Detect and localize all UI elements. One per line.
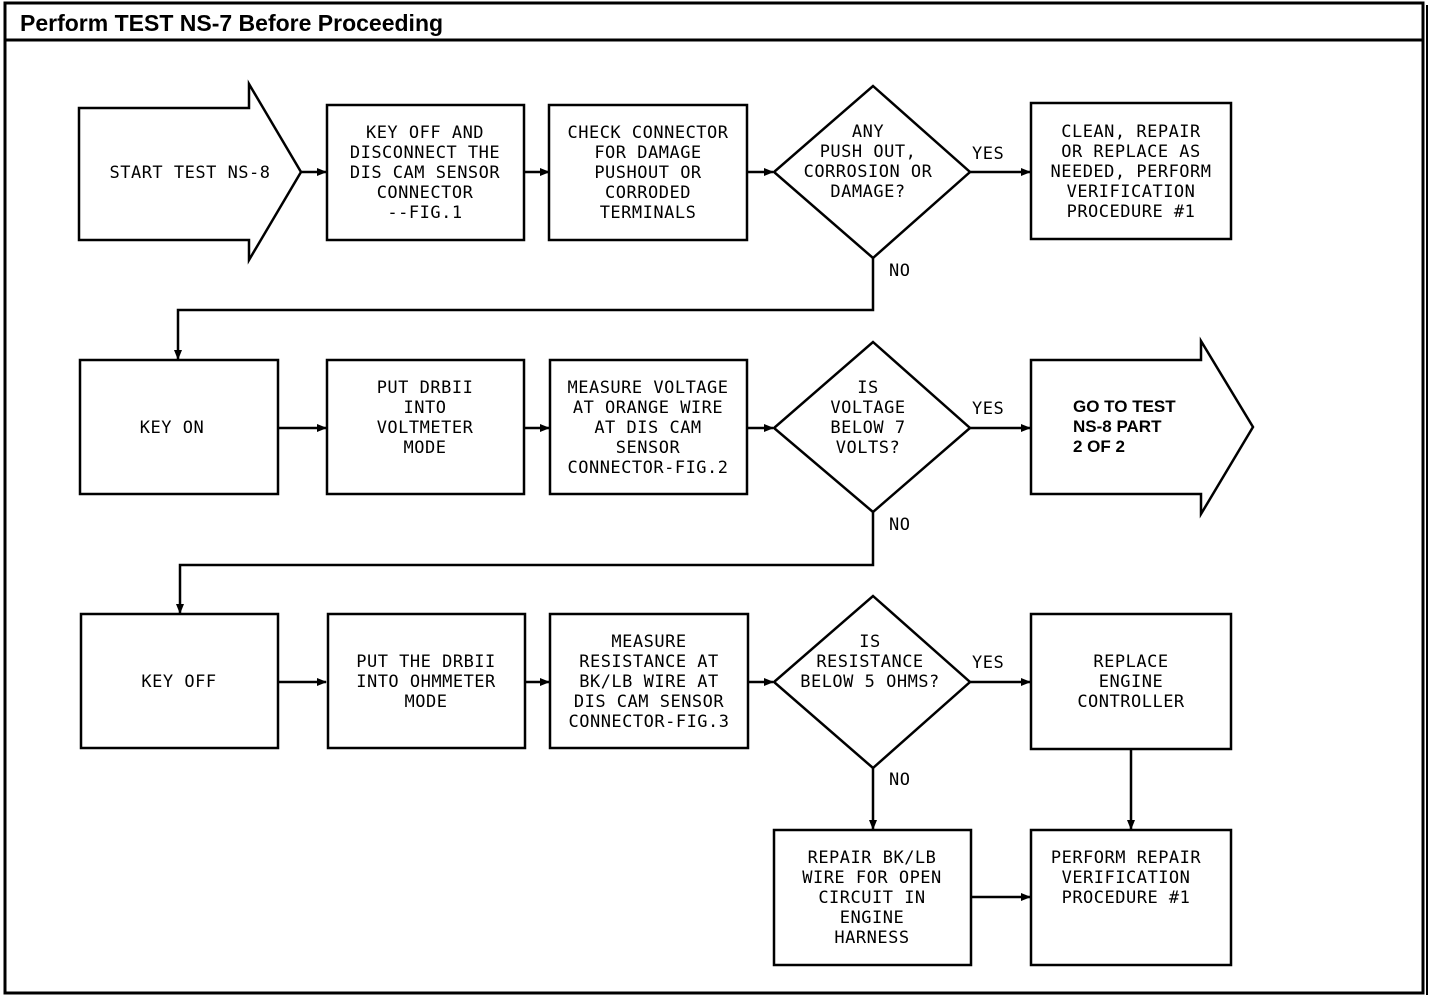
replace-controller-box	[1029, 612, 1233, 751]
node-text-repair-wire-line-1: REPAIR BK/LB	[808, 848, 937, 868]
decision-resistance-diamond	[772, 594, 972, 770]
node-text-clean-repair-line-5: PROCEDURE #1	[1067, 202, 1196, 222]
node-text-decision-resistance-line-1: IS	[859, 632, 880, 652]
node-text-go-to-test-line-2: NS-8 PART	[1073, 417, 1162, 436]
label-yes-2: YES	[972, 399, 1004, 419]
node-text-repair-wire-line-2: WIRE FOR OPEN	[802, 868, 942, 888]
node-text-ohmmeter-mode-line-1: PUT THE DRBII	[356, 652, 496, 672]
node-text-measure-voltage-line-3: AT DIS CAM	[594, 418, 701, 438]
key-on-box	[78, 358, 280, 496]
node-text-voltmeter-mode-line-4: MODE	[404, 438, 447, 458]
key-off-box	[79, 612, 280, 750]
edge-decision-damage-no	[174, 258, 875, 360]
ohmmeter-mode-box	[326, 612, 527, 750]
go-to-test-arrow-shape	[1029, 336, 1255, 519]
node-text-check-connector-line-4: CORRODED	[605, 183, 691, 203]
node-text-voltmeter-mode-line-1: PUT DRBII	[377, 378, 474, 398]
node-text-key-off-disconnect-line-5: --FIG.1	[387, 203, 462, 223]
label-yes-1: YES	[972, 144, 1004, 164]
node-text-measure-resistance-line-3: BK/LB WIRE AT	[579, 672, 719, 692]
node-text-perform-verification-line-2: VERIFICATION	[1062, 868, 1191, 888]
clean-repair-box	[1029, 101, 1233, 241]
edge-decision-voltage-no	[176, 512, 875, 614]
node-text-measure-voltage-line-1: MEASURE VOLTAGE	[567, 378, 728, 398]
node-text-repair-wire-line-4: ENGINE	[840, 908, 904, 928]
node-text-key-off-line-1: KEY OFF	[141, 672, 216, 692]
disconnect-box	[325, 103, 526, 242]
measure-voltage-box	[548, 358, 749, 496]
node-text-check-connector-line-3: PUSHOUT OR	[594, 163, 702, 183]
node-text-decision-damage-line-4: DAMAGE?	[830, 182, 905, 202]
node-text-voltmeter-mode-line-3: VOLTMETER	[377, 418, 474, 438]
node-text-replace-controller-line-1: REPLACE	[1093, 652, 1168, 672]
node-text-replace-controller-line-2: ENGINE	[1099, 672, 1163, 692]
node-text-perform-verification-line-1: PERFORM REPAIR	[1051, 848, 1202, 868]
node-text-decision-damage-line-2: PUSH OUT,	[820, 142, 917, 162]
measure-resistance-box	[548, 612, 750, 750]
node-text-key-off-disconnect-line-1: KEY OFF AND	[366, 123, 484, 143]
node-text-repair-wire-line-5: HARNESS	[834, 928, 909, 948]
label-no-2: NO	[889, 515, 910, 535]
node-text-check-connector-line-5: TERMINALS	[600, 203, 697, 223]
node-text-ohmmeter-mode-line-2: INTO OHMMETER	[356, 672, 496, 692]
node-text-voltmeter-mode-line-2: INTO	[404, 398, 447, 418]
node-text-perform-verification-line-3: PROCEDURE #1	[1062, 888, 1191, 908]
shapes	[77, 79, 1255, 967]
outer-frame	[3, 1, 1425, 995]
label-yes-3: YES	[972, 653, 1004, 673]
node-text-go-to-test-line-1: GO TO TEST	[1073, 397, 1176, 416]
node-text-decision-resistance-line-2: RESISTANCE	[816, 652, 923, 672]
check-connector-box	[547, 103, 749, 242]
node-text-check-connector-line-1: CHECK CONNECTOR	[567, 123, 728, 143]
page-title: Perform TEST NS-7 Before Proceeding	[20, 10, 443, 36]
node-text-clean-repair-line-1: CLEAN, REPAIR	[1061, 122, 1201, 142]
perform-verification-box	[1029, 828, 1233, 967]
node-text-measure-resistance-line-4: DIS CAM SENSOR	[574, 692, 725, 712]
label-no-1: NO	[889, 261, 910, 281]
node-text-decision-resistance-line-3: BELOW 5 OHMS?	[800, 672, 940, 692]
node-text-clean-repair-line-4: VERIFICATION	[1067, 182, 1196, 202]
label-no-3: NO	[889, 770, 910, 790]
node-text-decision-damage-line-1: ANY	[852, 122, 884, 142]
node-text-decision-voltage-line-2: VOLTAGE	[830, 398, 905, 418]
voltmeter-mode-box	[325, 358, 526, 496]
node-text-clean-repair-line-2: OR REPLACE AS	[1061, 142, 1201, 162]
connectors	[174, 168, 1135, 901]
decision-voltage-diamond	[772, 340, 972, 514]
start-arrow-shape	[77, 79, 303, 265]
node-text-measure-resistance-line-1: MEASURE	[611, 632, 686, 652]
node-text-clean-repair-line-3: NEEDED, PERFORM	[1050, 162, 1211, 182]
node-text-go-to-test-line-3: 2 OF 2	[1073, 437, 1125, 456]
node-text-measure-voltage-line-2: AT ORANGE WIRE	[573, 398, 723, 418]
node-text-measure-resistance-line-5: CONNECTOR-FIG.3	[568, 712, 729, 732]
node-text-decision-voltage-line-3: BELOW 7	[830, 418, 905, 438]
decision-damage-diamond	[772, 84, 972, 260]
node-text-key-off-disconnect-line-2: DISCONNECT THE	[350, 143, 500, 163]
node-text-decision-voltage-line-4: VOLTS?	[836, 438, 900, 458]
repair-wire-box	[772, 828, 973, 967]
node-text-decision-voltage-line-1: IS	[857, 378, 878, 398]
node-text-check-connector-line-2: FOR DAMAGE	[594, 143, 701, 163]
node-text-key-off-disconnect-line-3: DIS CAM SENSOR	[350, 163, 501, 183]
node-text-decision-damage-line-3: CORROSION OR	[804, 162, 933, 182]
node-text-repair-wire-line-3: CIRCUIT IN	[818, 888, 925, 908]
edge-labels: YES NO YES NO YES NO	[889, 144, 1004, 790]
node-text-start-line-1: START TEST NS-8	[109, 163, 270, 183]
node-text-key-off-disconnect-line-4: CONNECTOR	[377, 183, 474, 203]
node-text-measure-voltage-line-4: SENSOR	[616, 438, 681, 458]
node-text-measure-voltage-line-5: CONNECTOR-FIG.2	[567, 458, 728, 478]
node-text-measure-resistance-line-2: RESISTANCE AT	[579, 652, 719, 672]
node-text-key-on-line-1: KEY ON	[140, 418, 204, 438]
node-text-ohmmeter-mode-line-3: MODE	[405, 692, 448, 712]
node-text-replace-controller-line-3: CONTROLLER	[1077, 692, 1185, 712]
